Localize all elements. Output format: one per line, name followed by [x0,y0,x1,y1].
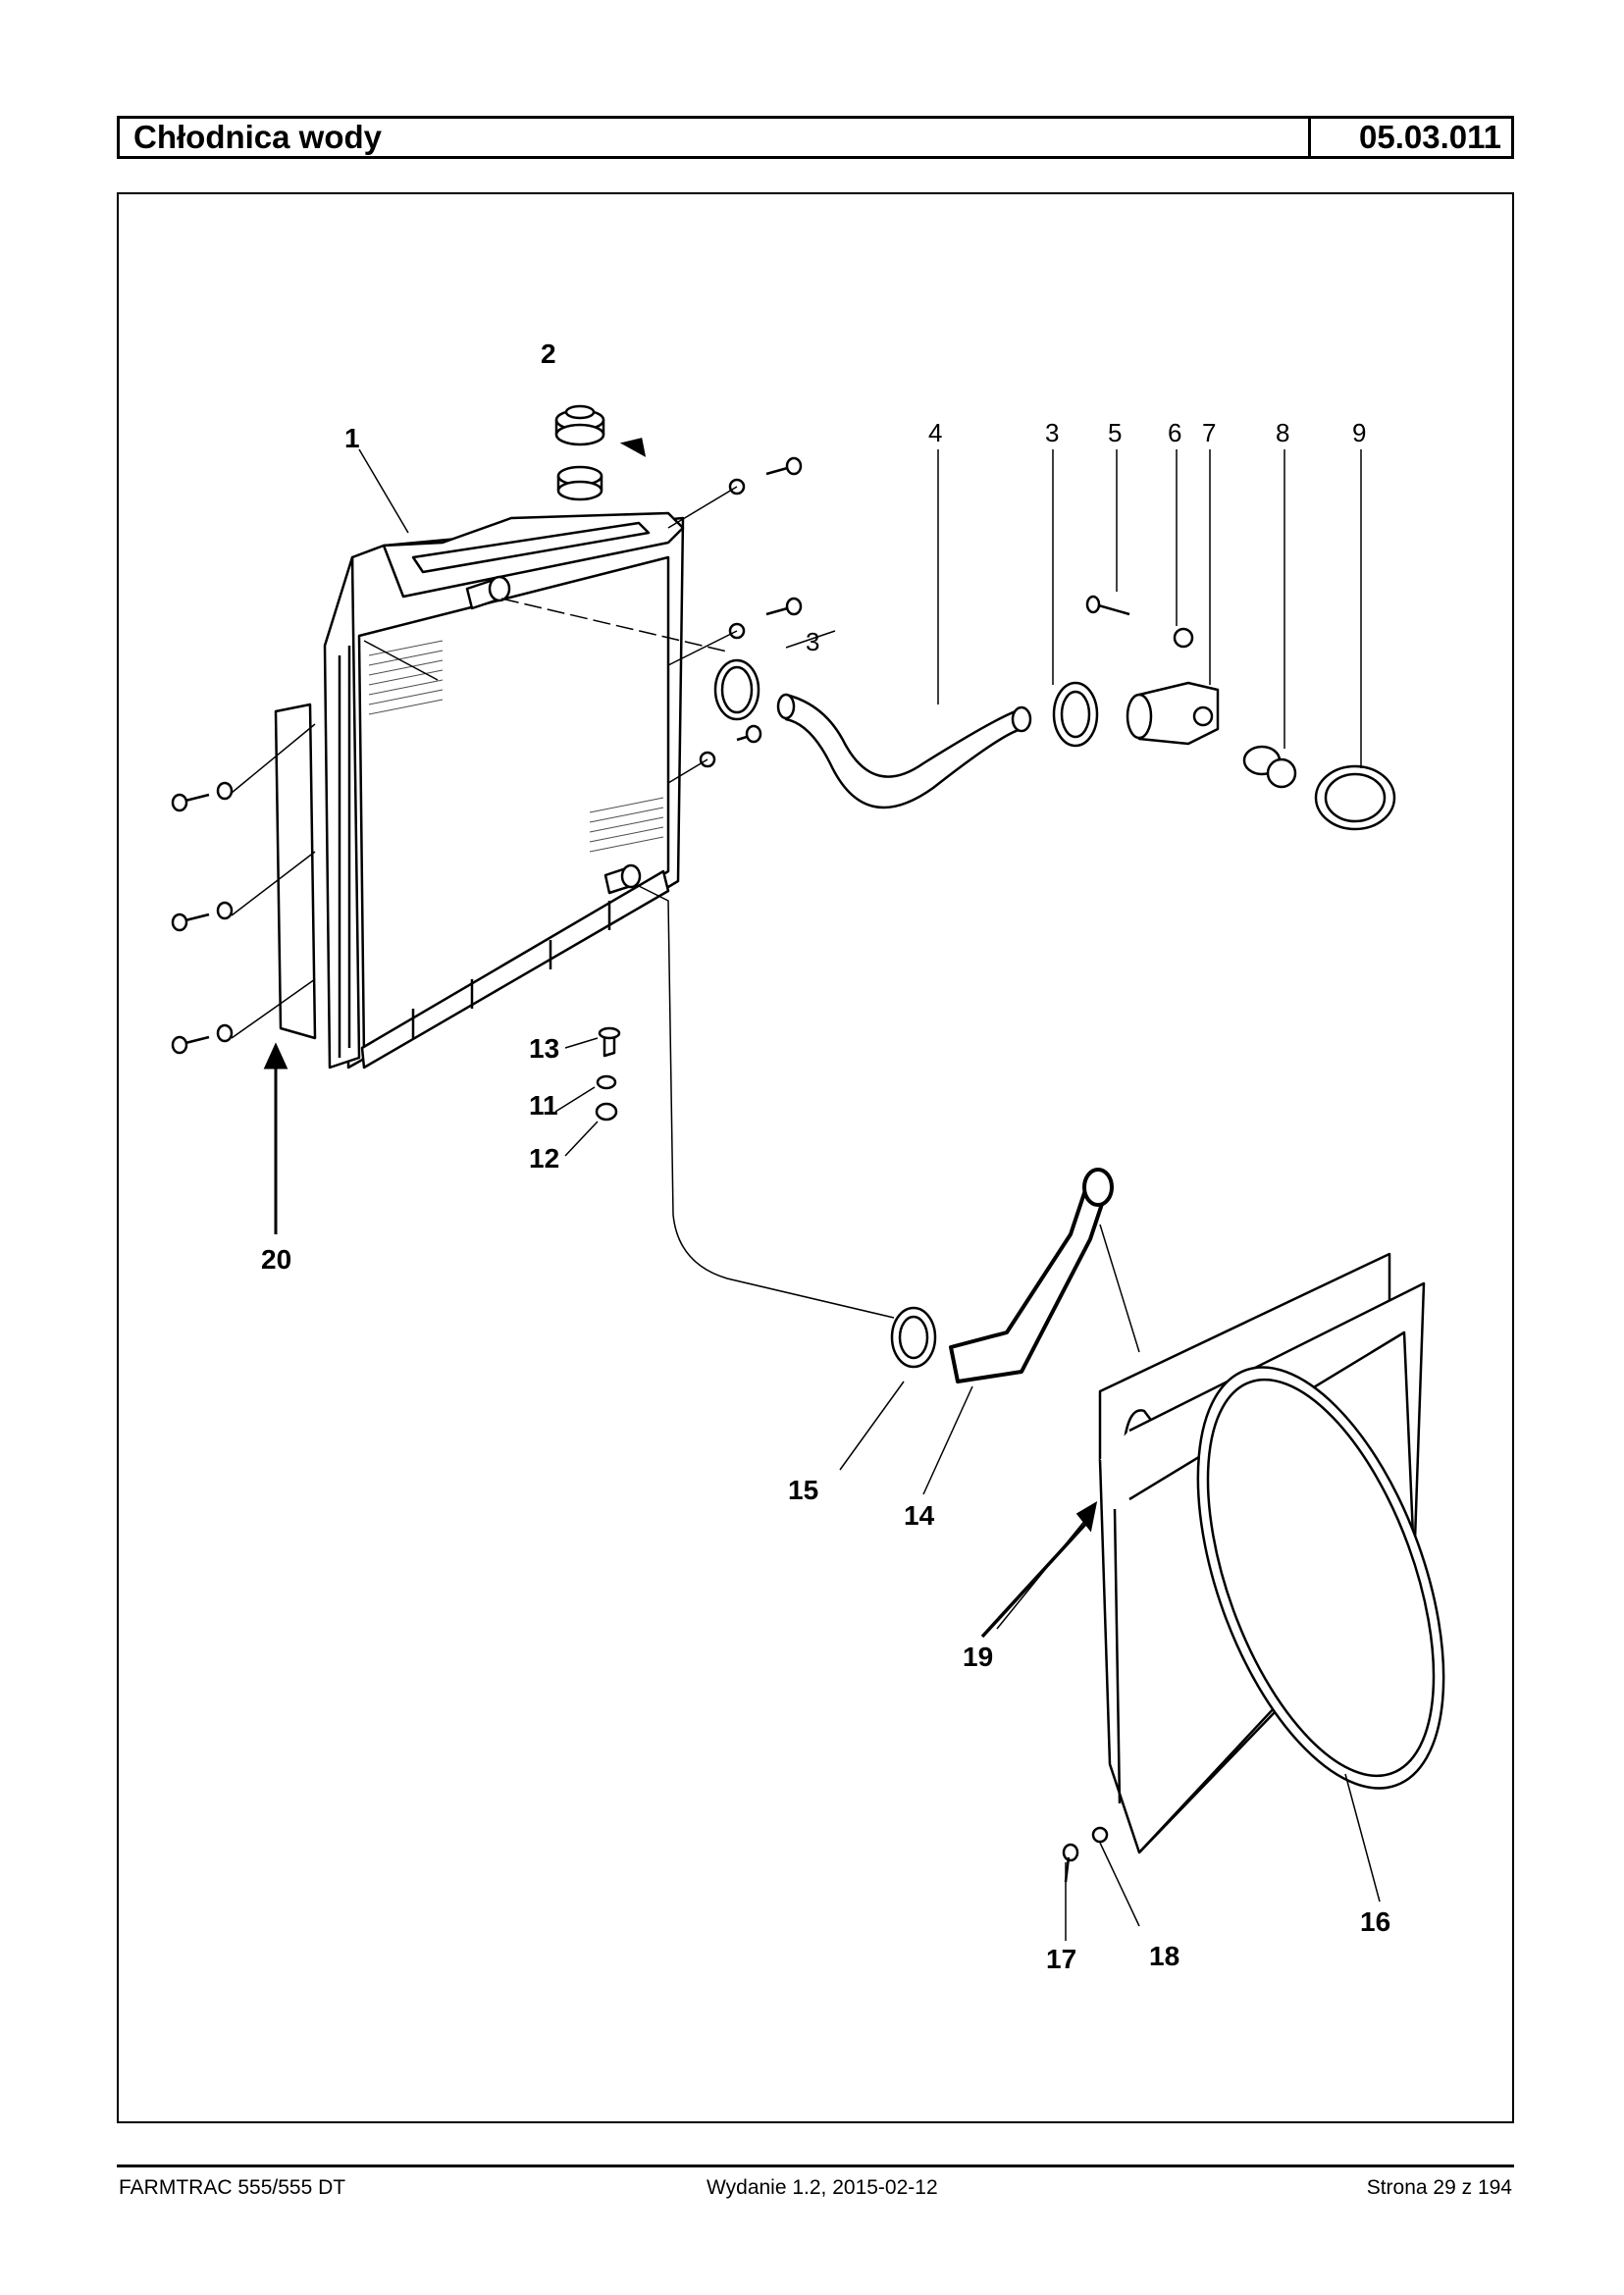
hose-clamp-3a-drawing [713,658,760,721]
footer-model: FARMTRAC 555/555 DT [119,2176,346,2199]
upper-hose-4-drawing [776,693,1032,809]
snap-ring-6-drawing [1173,627,1194,649]
gasket-9-drawing [1314,764,1396,831]
footer-page-number: Strona 29 z 194 [1366,2176,1512,2199]
screw-17-washer-18-drawing [1062,1826,1109,1883]
diagram-frame: 1 2 3 3 4 5 6 7 8 9 11 12 13 14 15 16 17… [117,192,1514,2123]
radiator-drawing [323,465,685,1069]
callout-labels: 1 2 3 3 4 5 6 7 8 9 11 12 13 14 15 16 17… [261,339,1390,1974]
leader-lines [231,486,1140,1353]
callout-3: 3 [1045,418,1059,447]
callout-18: 18 [1149,1941,1179,1971]
footer-rule [117,2165,1514,2167]
side-bracket-drawing [274,703,317,1040]
callout-20: 20 [261,1244,291,1275]
callout-9: 9 [1352,418,1366,447]
thermostat-8-drawing [1242,745,1297,789]
radiator-cap-drawing [554,404,605,446]
callout-5: 5 [1108,418,1122,447]
callout-3-upper: 3 [806,627,819,656]
callout-16: 16 [1360,1906,1390,1937]
water-outlet-7-drawing [1126,681,1220,746]
callout-12: 12 [529,1143,559,1174]
callout-6: 6 [1168,418,1181,447]
callout-1: 1 [344,423,360,453]
exploded-parts-diagram: 1 2 3 3 4 5 6 7 8 9 11 12 13 14 15 16 17… [171,339,1445,1974]
bolt-5-drawing [1085,595,1130,616]
callout-11: 11 [529,1090,558,1121]
callout-4: 4 [928,418,942,447]
page-header: Chłodnica wody 05.03.011 [117,116,1514,159]
callout-2: 2 [541,339,556,369]
callout-15: 15 [788,1475,818,1505]
hose-clamp-15-drawing [890,1306,937,1369]
callout-13: 13 [529,1033,559,1064]
callout-17: 17 [1046,1944,1076,1974]
callout-19: 19 [963,1642,993,1672]
fan-shroud-19-drawing [1098,1252,1445,1854]
callout-8: 8 [1276,418,1289,447]
callout-7: 7 [1202,418,1216,447]
left-bolts-drawing [171,781,234,1055]
hose-clamp-3b-drawing [1052,681,1099,748]
footer-edition: Wydanie 1.2, 2015-02-12 [707,2176,938,2199]
section-code: 05.03.011 [1359,119,1501,155]
callout-14: 14 [904,1500,935,1531]
lower-hose-14-drawing [949,1168,1114,1383]
drain-plug-set-drawing [595,1026,621,1121]
page-title: Chłodnica wody [120,119,1311,156]
